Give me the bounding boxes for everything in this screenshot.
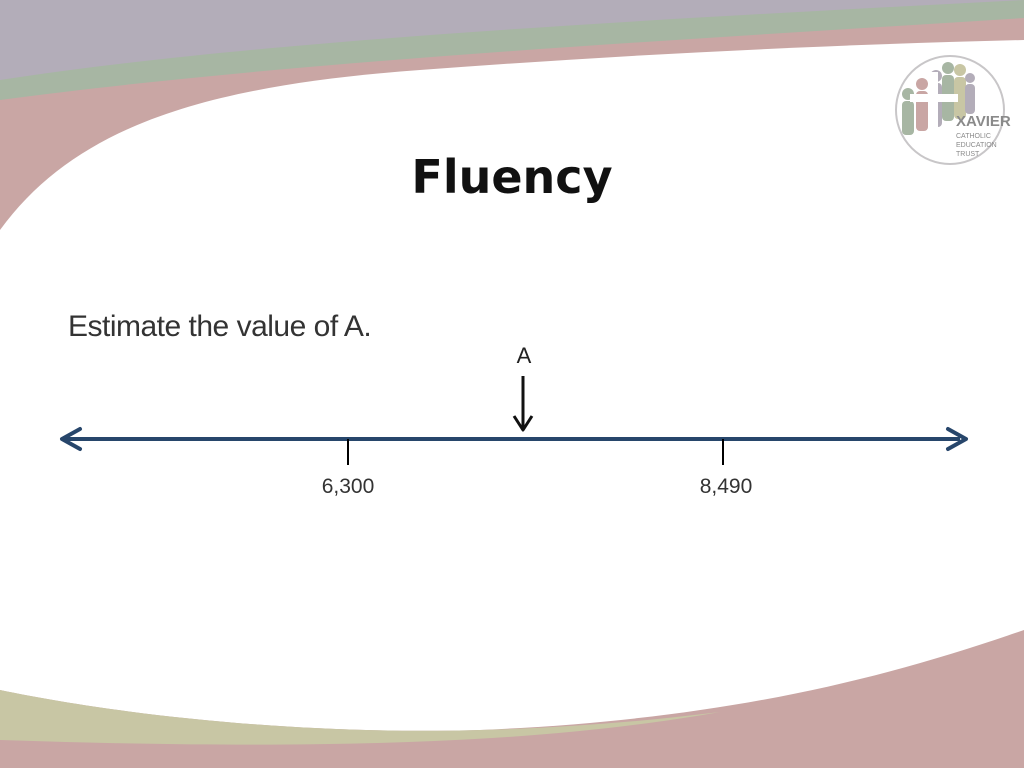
left-arrowhead bbox=[60, 427, 82, 451]
xavier-logo: XAVIER CATHOLIC EDUCATION TRUST bbox=[895, 55, 1011, 165]
logo-line-1: CATHOLIC bbox=[956, 133, 991, 140]
tick-label-8490: 8,490 bbox=[700, 475, 753, 498]
logo-line-3: TRUST bbox=[956, 151, 980, 158]
marker-label: A bbox=[517, 343, 532, 368]
down-arrow-icon bbox=[512, 376, 534, 432]
page-title: Fluency bbox=[411, 150, 613, 204]
tick-label-6300: 6,300 bbox=[322, 475, 375, 498]
cross-icon bbox=[910, 72, 958, 152]
logo-name: XAVIER bbox=[956, 113, 1011, 130]
logo-line-2: EDUCATION bbox=[956, 142, 997, 149]
right-arrowhead bbox=[946, 427, 968, 451]
question-prompt: Estimate the value of A. bbox=[68, 310, 372, 343]
